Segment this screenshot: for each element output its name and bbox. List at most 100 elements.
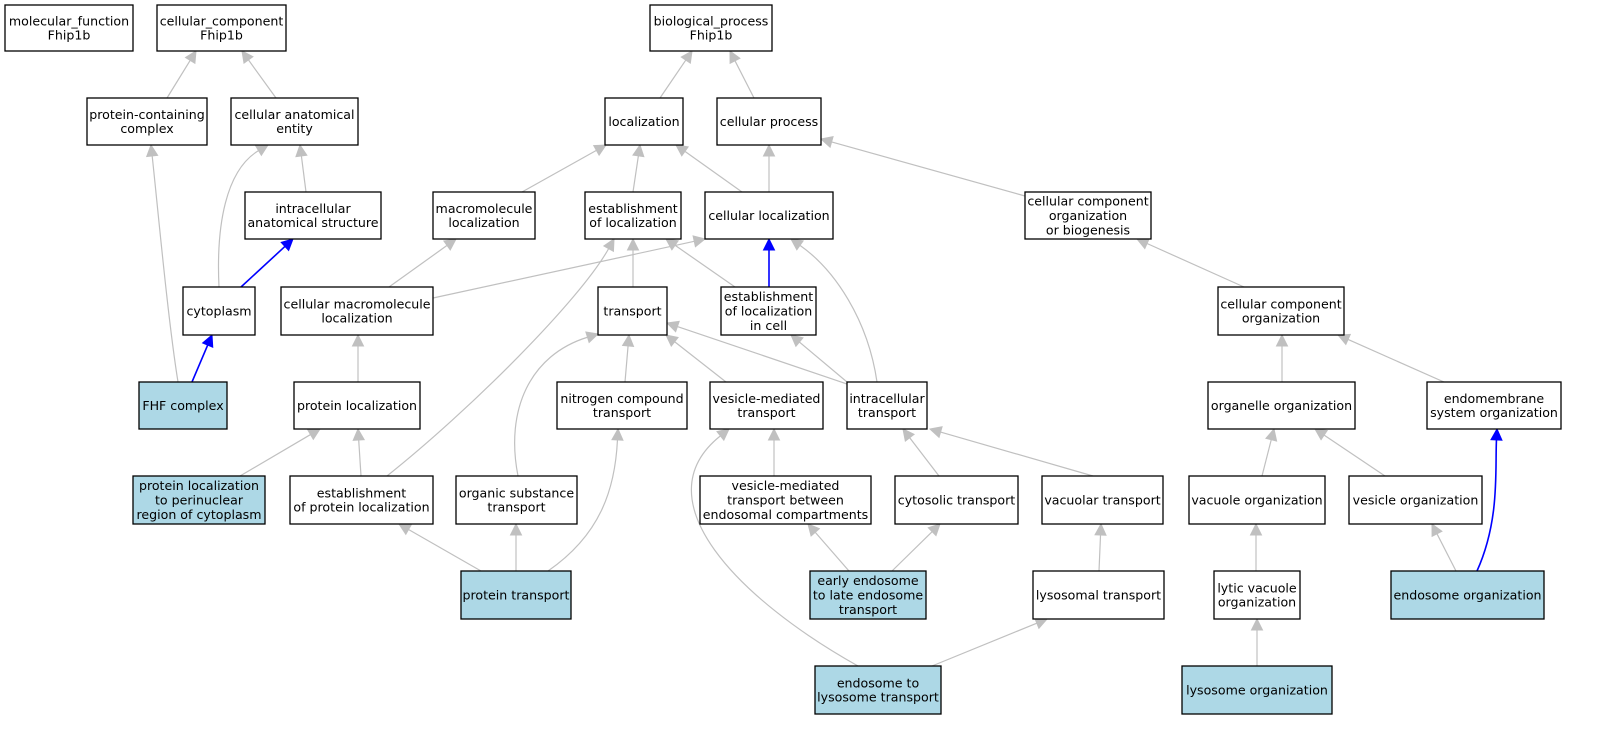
node-vtr[interactable]: vacuolar transport [1041, 475, 1164, 525]
node-label-line: nitrogen compound [560, 391, 683, 406]
edge-tr-to-eol [626, 237, 640, 287]
node-lo[interactable]: lysosome organization [1181, 665, 1333, 715]
node-cp[interactable]: cellular process [716, 97, 822, 146]
node-pt[interactable]: protein transport [460, 570, 572, 620]
edge-cco-to-ccob [1135, 237, 1245, 288]
node-label-line: FHF complex [142, 398, 224, 413]
node-label-line: transport [839, 602, 897, 617]
edge-pl-to-cml [351, 333, 365, 382]
edge-oo-to-cco [1275, 333, 1289, 382]
node-label-line: vesicle-mediated [732, 478, 840, 493]
arrowhead [621, 333, 635, 347]
arrowhead [509, 522, 523, 536]
edge-line [734, 60, 755, 99]
edge-vmtec-to-vmt [767, 427, 781, 476]
edge-vtr-to-it [928, 426, 1094, 477]
node-oo[interactable]: organelle organization [1207, 381, 1356, 430]
arrowhead [592, 144, 607, 157]
node-label-line: vacuolar transport [1044, 493, 1160, 508]
node-label-line: complex [120, 121, 174, 136]
node-box [649, 4, 773, 52]
node-box [460, 570, 572, 620]
node-cl[interactable]: cellular localization [704, 191, 834, 240]
edge-line [891, 531, 933, 572]
node-ctr[interactable]: cytosolic transport [894, 475, 1019, 525]
node-box [1426, 381, 1562, 430]
edge-eol-to-loc [632, 143, 645, 193]
edge-line [239, 434, 311, 477]
node-vo[interactable]: vacuole organization [1188, 475, 1326, 525]
node-box [1041, 475, 1164, 525]
node-pl[interactable]: protein localization [293, 381, 421, 430]
node-label-line: transport [487, 500, 545, 515]
node-label-line: intracellular [849, 391, 925, 406]
arrowhead [1336, 333, 1352, 346]
node-tr[interactable]: transport [597, 286, 668, 336]
edge-line [1098, 534, 1102, 572]
arrowhead [692, 235, 707, 248]
node-label-line: transport [858, 405, 916, 420]
node-label-line: endosome organization [1393, 588, 1541, 603]
edge-line [300, 155, 307, 193]
node-label-line: transport [593, 405, 651, 420]
node-box [814, 665, 942, 715]
node-label-line: entity [276, 121, 313, 136]
edge-veo-to-oo [1314, 428, 1386, 477]
node-label-line: lysosome transport [817, 690, 939, 705]
arrowhead [680, 50, 693, 65]
node-eo[interactable]: endosome organization [1390, 570, 1545, 620]
arrowhead [1135, 237, 1151, 250]
node-label-line: cytoplasm [186, 304, 251, 319]
node-fhf[interactable]: FHF complex [138, 381, 228, 430]
edge-pt-to-epl [398, 523, 482, 572]
node-label-line: early endosome [817, 573, 919, 588]
node-box [1217, 286, 1345, 336]
node-lt[interactable]: lysosomal transport [1032, 570, 1165, 620]
edge-line [677, 325, 848, 385]
edge-line [191, 344, 209, 383]
node-loc[interactable]: localization [604, 97, 684, 146]
edge-eolc-to-eol [665, 238, 736, 288]
edge-line [674, 244, 736, 288]
node-label-line: vesicle-mediated [713, 391, 821, 406]
node-label-line: cellular localization [708, 208, 829, 223]
arrowhead [1275, 333, 1289, 347]
node-box [809, 570, 927, 620]
node-veo[interactable]: vesicle organization [1348, 475, 1483, 525]
edge-eelet-to-vmtec [807, 523, 850, 572]
node-cyt[interactable]: cytoplasm [182, 286, 256, 336]
node-label-line: cellular component [1027, 194, 1148, 209]
edge-fhf-to-cyt [191, 333, 214, 383]
node-box [156, 4, 287, 52]
arrowhead [632, 143, 645, 158]
arrowhead [201, 333, 214, 349]
arrowhead [928, 426, 943, 439]
node-label-line: transport [737, 405, 795, 420]
edge-line [388, 244, 448, 288]
edge-line [632, 155, 639, 193]
node-label-line: molecular_function [9, 13, 129, 28]
